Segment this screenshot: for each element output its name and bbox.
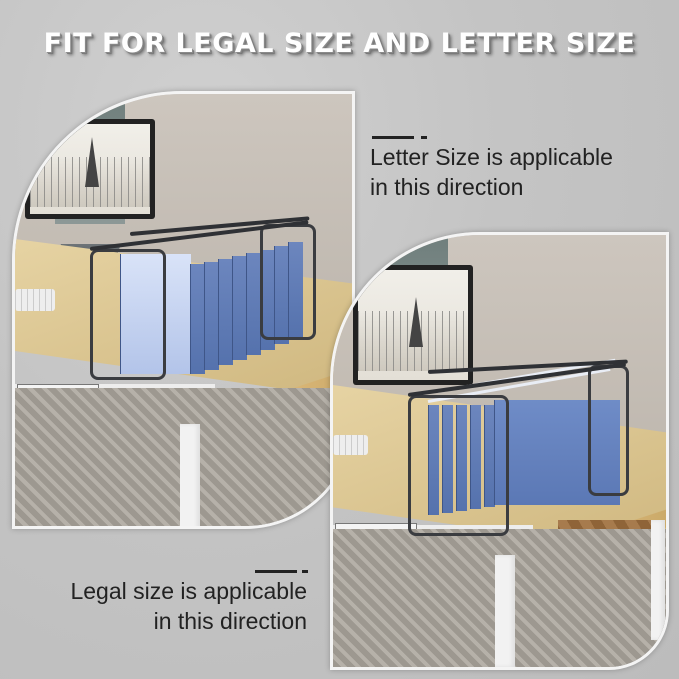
- caption-legal-size: Legal size is applicable in this directi…: [36, 568, 308, 636]
- dash-marker: [36, 568, 308, 576]
- monitor: [353, 265, 473, 385]
- headline: FIT FOR LEGAL SIZE AND LETTER SIZE: [43, 28, 636, 59]
- caption-letter-size: Letter Size is applicable in this direct…: [370, 134, 613, 202]
- product-photo-letter-orientation: [330, 232, 669, 670]
- product-photo-legal-orientation: [12, 91, 355, 529]
- monitor: [25, 119, 155, 219]
- file-rack-letter: [407, 358, 638, 536]
- dash-marker: [370, 134, 613, 142]
- file-rack-legal: [89, 216, 320, 384]
